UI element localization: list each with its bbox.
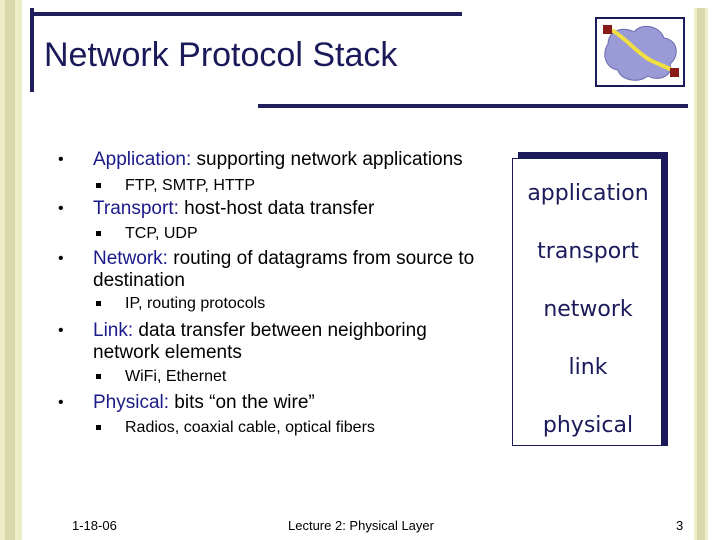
bullet-dot: • xyxy=(58,200,64,217)
left-decorative-bar xyxy=(0,0,22,540)
bullet-term: Network: xyxy=(93,248,168,269)
network-cloud-icon xyxy=(595,17,685,87)
stack-layer-link: link xyxy=(568,355,608,380)
slide-title: Network Protocol Stack xyxy=(44,36,398,74)
sub-bullet-marker xyxy=(96,183,101,188)
bullet-application: • Application: supporting network applic… xyxy=(58,149,478,171)
bullet-desc: supporting network applications xyxy=(191,149,463,170)
stack-layer-network: network xyxy=(543,297,633,322)
bullet-term: Link: xyxy=(93,320,134,341)
sub-bullet-text: Radios, coaxial cable, optical fibers xyxy=(125,419,375,436)
bullet-desc: routing of datagrams from source to dest… xyxy=(93,248,475,291)
sub-bullet-marker xyxy=(96,231,101,236)
title-top-rule xyxy=(34,12,462,16)
title-bottom-rule xyxy=(258,104,688,108)
footer-page-number: 3 xyxy=(676,518,684,533)
bullet-term: Application: xyxy=(93,149,192,170)
title-vertical-rule xyxy=(30,8,34,92)
bullet-network: • Network: routing of datagrams from sou… xyxy=(58,248,478,292)
stack-layer-transport: transport xyxy=(537,239,639,264)
footer-date: 1-18-06 xyxy=(72,518,117,533)
bullet-desc: bits “on the wire” xyxy=(169,392,315,413)
sub-bullet-marker xyxy=(96,301,101,306)
sub-bullet-text: WiFi, Ethernet xyxy=(125,368,227,385)
right-decorative-bar xyxy=(694,8,708,540)
protocol-stack-diagram: application transport network link physi… xyxy=(512,158,662,446)
bullet-desc: data transfer between neighboring networ… xyxy=(93,320,427,363)
sub-bullet-marker xyxy=(96,374,101,379)
bullet-link: • Link: data transfer between neighborin… xyxy=(58,320,478,364)
footer-course: Lecture 2: Physical Layer xyxy=(288,518,434,533)
stack-layer-physical: physical xyxy=(542,413,634,438)
bullet-dot: • xyxy=(58,394,64,411)
sub-bullet-text: FTP, SMTP, HTTP xyxy=(125,177,256,194)
sub-bullet-text: IP, routing protocols xyxy=(125,295,266,312)
bullet-physical: • Physical: bits “on the wire” xyxy=(58,392,478,414)
bullet-term: Transport: xyxy=(93,198,179,219)
bullet-dot: • xyxy=(58,322,64,339)
bullet-dot: • xyxy=(58,151,64,168)
sub-bullet-text: TCP, UDP xyxy=(125,225,198,242)
stack-layer-application: application xyxy=(527,181,649,206)
bullet-transport: • Transport: host-host data transfer xyxy=(58,198,478,220)
bullet-dot: • xyxy=(58,250,64,267)
sub-bullet-marker xyxy=(96,425,101,430)
bullet-term: Physical: xyxy=(93,392,170,413)
bullet-desc: host-host data transfer xyxy=(178,198,375,219)
